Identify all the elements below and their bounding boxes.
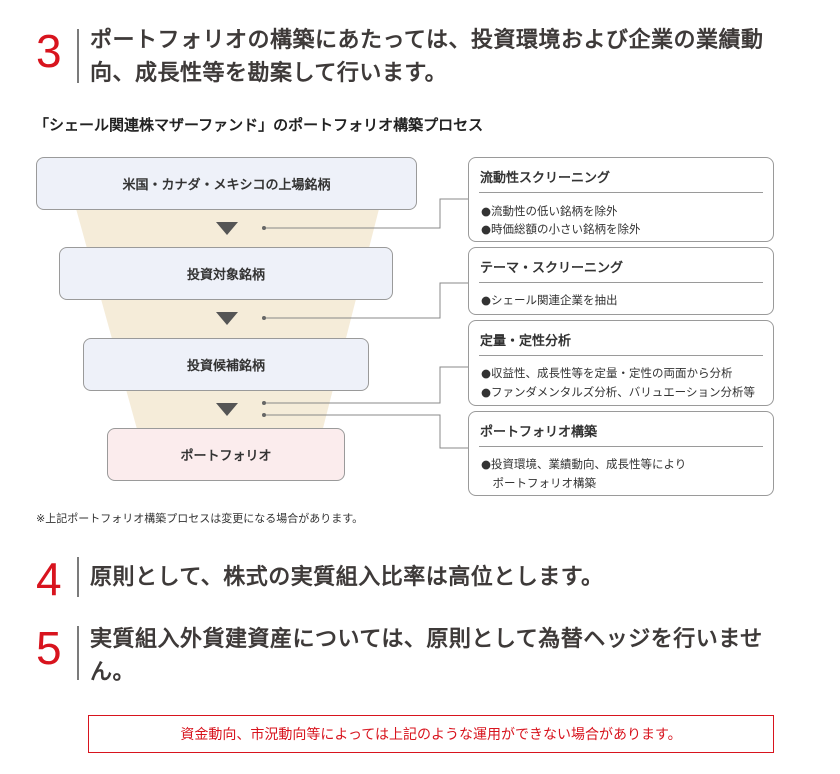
panel-bullet: ●時価総額の小さい銘柄を除外 — [481, 222, 641, 236]
section-4-text: 原則として、株式の実質組入比率は高位とします。 — [90, 565, 604, 590]
arrow-down-icon — [216, 312, 238, 325]
stage-listed-stocks: 米国・カナダ・メキシコの上場銘柄 — [36, 157, 417, 210]
section-5-divider — [77, 626, 79, 680]
process-note: ※上記ポートフォリオ構築プロセスは変更になる場合があります。 — [36, 512, 364, 525]
stage-label: ポートフォリオ — [180, 449, 272, 464]
panel-divider — [479, 355, 763, 356]
panel-liquidity-screening: 流動性スクリーニング ●流動性の低い銘柄を除外 ●時価総額の小さい銘柄を除外 — [468, 157, 774, 242]
panel-bullet: ●収益性、成長性等を定量・定性の両面から分析 — [481, 366, 733, 380]
section-5-text: 実質組入外貨建資産については、原則として為替ヘッジを行いません。 — [90, 627, 763, 685]
section-3-text: ポートフォリオの構築にあたっては、投資環境および企業の業績動向、成長性等を勘案し… — [90, 28, 764, 86]
panel-bullet: ●投資環境、業績動向、成長性等により — [481, 457, 687, 471]
section-5-number: 5 — [36, 622, 62, 674]
panel-title: ポートフォリオ構築 — [480, 425, 598, 440]
arrow-down-icon — [216, 403, 238, 416]
stage-label: 投資候補銘柄 — [186, 359, 265, 374]
panel-title: テーマ・スクリーニング — [480, 261, 624, 276]
panel-title: 流動性スクリーニング — [480, 171, 611, 186]
panel-bullet: ●シェール関連企業を抽出 — [481, 293, 618, 307]
panel-portfolio-construction: ポートフォリオ構築 ●投資環境、業績動向、成長性等により ポートフォリオ構築 — [468, 411, 774, 496]
stage-investment-targets: 投資対象銘柄 — [59, 247, 393, 300]
warning-text: 資金動向、市況動向等によっては上記のような運用ができない場合があります。 — [180, 727, 682, 743]
panel-quant-qual-analysis: 定量・定性分析 ●収益性、成長性等を定量・定性の両面から分析 ●ファンダメンタル… — [468, 320, 774, 406]
panel-bullet: ポートフォリオ構築 — [481, 476, 596, 490]
panel-divider — [479, 446, 763, 447]
section-4-number: 4 — [36, 553, 62, 605]
arrow-down-icon — [216, 222, 238, 235]
panel-title: 定量・定性分析 — [480, 334, 572, 349]
panel-divider — [479, 192, 763, 193]
section-3-number: 3 — [36, 25, 62, 77]
process-title: 「シェール関連株マザーファンド」のポートフォリオ構築プロセス — [34, 116, 484, 134]
stage-portfolio: ポートフォリオ — [107, 428, 345, 481]
stage-candidates: 投資候補銘柄 — [83, 338, 369, 391]
section-3-divider — [77, 29, 79, 83]
stage-label: 投資対象銘柄 — [186, 268, 265, 283]
stage-label: 米国・カナダ・メキシコの上場銘柄 — [122, 178, 331, 193]
section-4-divider — [77, 557, 79, 597]
panel-divider — [479, 282, 763, 283]
panel-bullet: ●ファンダメンタルズ分析、バリュエーション分析等 — [481, 385, 755, 399]
panel-bullet: ●流動性の低い銘柄を除外 — [481, 204, 618, 218]
warning-box: 資金動向、市況動向等によっては上記のような運用ができない場合があります。 — [88, 715, 774, 753]
panel-theme-screening: テーマ・スクリーニング ●シェール関連企業を抽出 — [468, 247, 774, 315]
